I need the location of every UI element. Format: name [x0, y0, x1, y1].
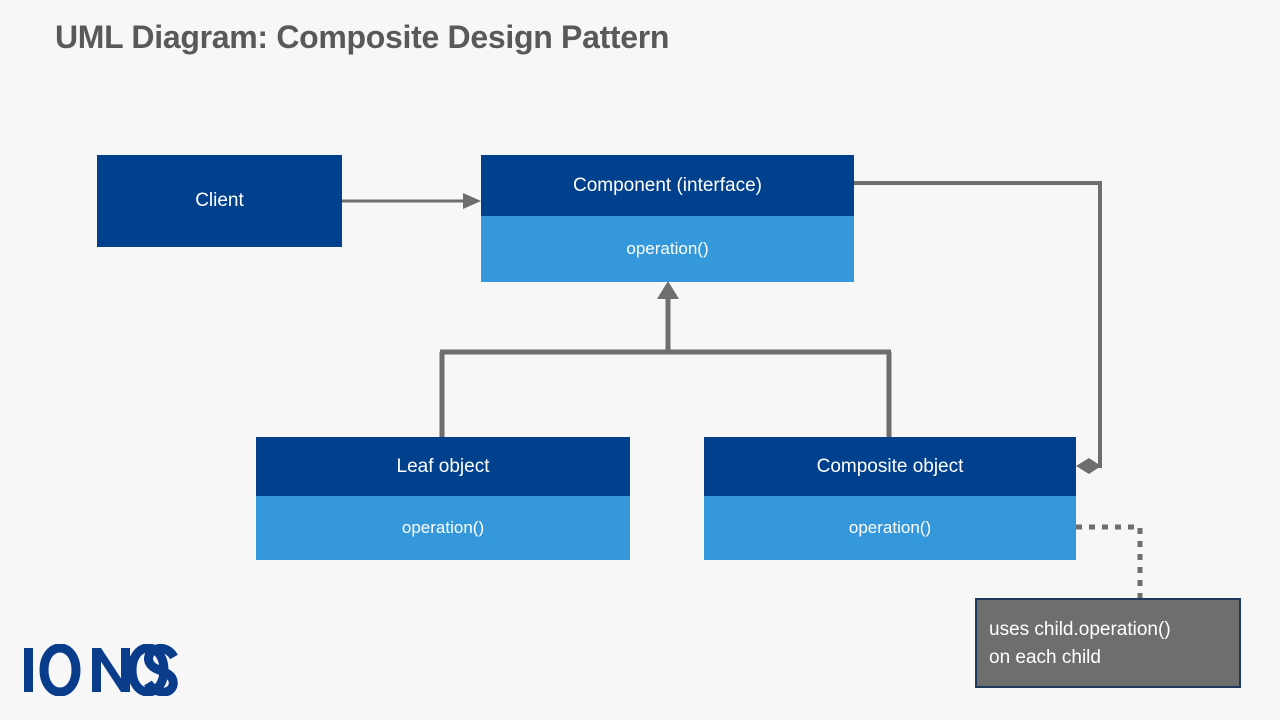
- uml-class-leaf-name: Leaf object: [256, 437, 630, 496]
- association-client-component: [342, 193, 481, 209]
- uml-class-component-name: Component (interface): [481, 155, 854, 216]
- uml-class-composite[interactable]: Composite object operation(): [704, 437, 1076, 560]
- page-title: UML Diagram: Composite Design Pattern: [55, 19, 670, 55]
- uml-note-line-1: uses child.operation(): [989, 619, 1171, 640]
- uml-note[interactable]: uses child.operation() on each child: [975, 598, 1241, 688]
- uml-class-component[interactable]: Component (interface) operation(): [481, 155, 854, 282]
- uml-class-leaf[interactable]: Leaf object operation(): [256, 437, 630, 560]
- uml-class-composite-operation: operation(): [704, 496, 1076, 560]
- generalization-riser: [439, 281, 892, 437]
- uml-class-component-operation: operation(): [481, 216, 854, 282]
- uml-class-leaf-operation: operation(): [256, 496, 630, 560]
- uml-class-client-name: Client: [97, 155, 342, 247]
- aggregation-component-composite: [854, 181, 1102, 474]
- ionos-logo: [24, 644, 178, 696]
- uml-class-client[interactable]: Client: [97, 155, 342, 247]
- note-link-dotted: [1076, 524, 1143, 598]
- uml-note-line-2: on each child: [989, 647, 1101, 668]
- uml-class-composite-name: Composite object: [704, 437, 1076, 496]
